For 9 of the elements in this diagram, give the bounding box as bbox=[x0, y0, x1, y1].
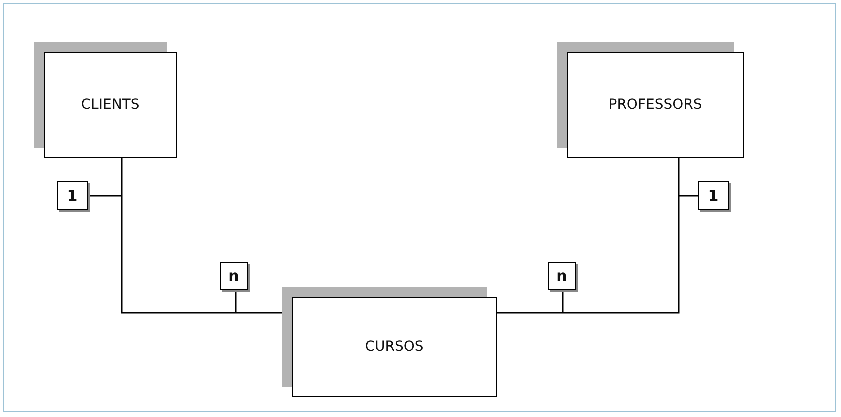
leader-line bbox=[562, 290, 564, 313]
leader-line bbox=[235, 290, 237, 313]
leader-line bbox=[88, 195, 122, 197]
cardinality-label: n bbox=[548, 262, 576, 290]
leader-line bbox=[679, 195, 698, 197]
connector-line bbox=[497, 158, 680, 314]
cardinality-label: n bbox=[220, 262, 248, 290]
cardinality-label: 1 bbox=[698, 181, 729, 210]
cardinality-label: 1 bbox=[57, 181, 88, 210]
